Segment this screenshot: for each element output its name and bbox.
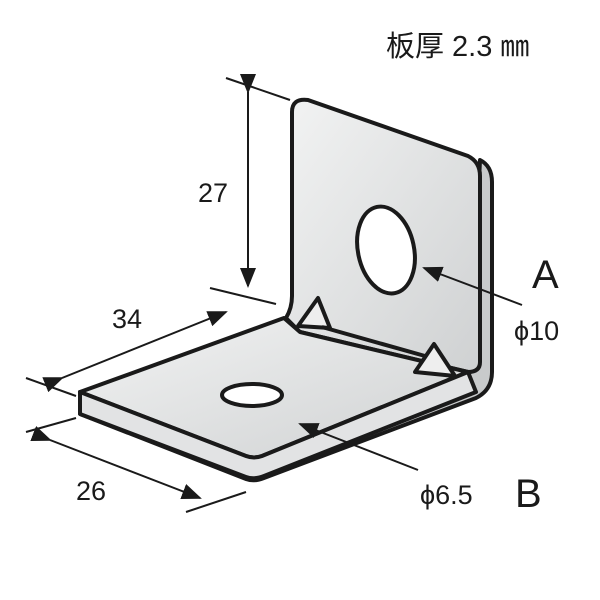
rib-triangle-left — [296, 296, 332, 330]
bracket — [78, 97, 494, 483]
hole-b-label: B — [515, 472, 542, 516]
hole-a — [355, 204, 417, 296]
leader-a — [422, 266, 523, 306]
dim-27-label: 27 — [198, 178, 228, 208]
hole-b-diameter: ϕ6.5 — [420, 480, 473, 510]
thickness-note: 板厚 2.3 ㎜ — [386, 30, 529, 63]
rib-line — [321, 325, 426, 358]
hole-b — [220, 382, 284, 408]
hole-a-label: A — [532, 253, 559, 297]
hole-a-diameter: ϕ10 — [514, 316, 559, 346]
dim-26-line — [30, 426, 202, 499]
rib-triangle-right — [413, 342, 457, 378]
dimension-lines — [25, 74, 523, 513]
dim-34-line — [42, 311, 228, 393]
plate-thickness-edge — [78, 370, 478, 481]
leader-b — [298, 423, 419, 471]
dim-26-label: 26 — [76, 476, 106, 506]
dim-34-label: 34 — [112, 304, 142, 334]
